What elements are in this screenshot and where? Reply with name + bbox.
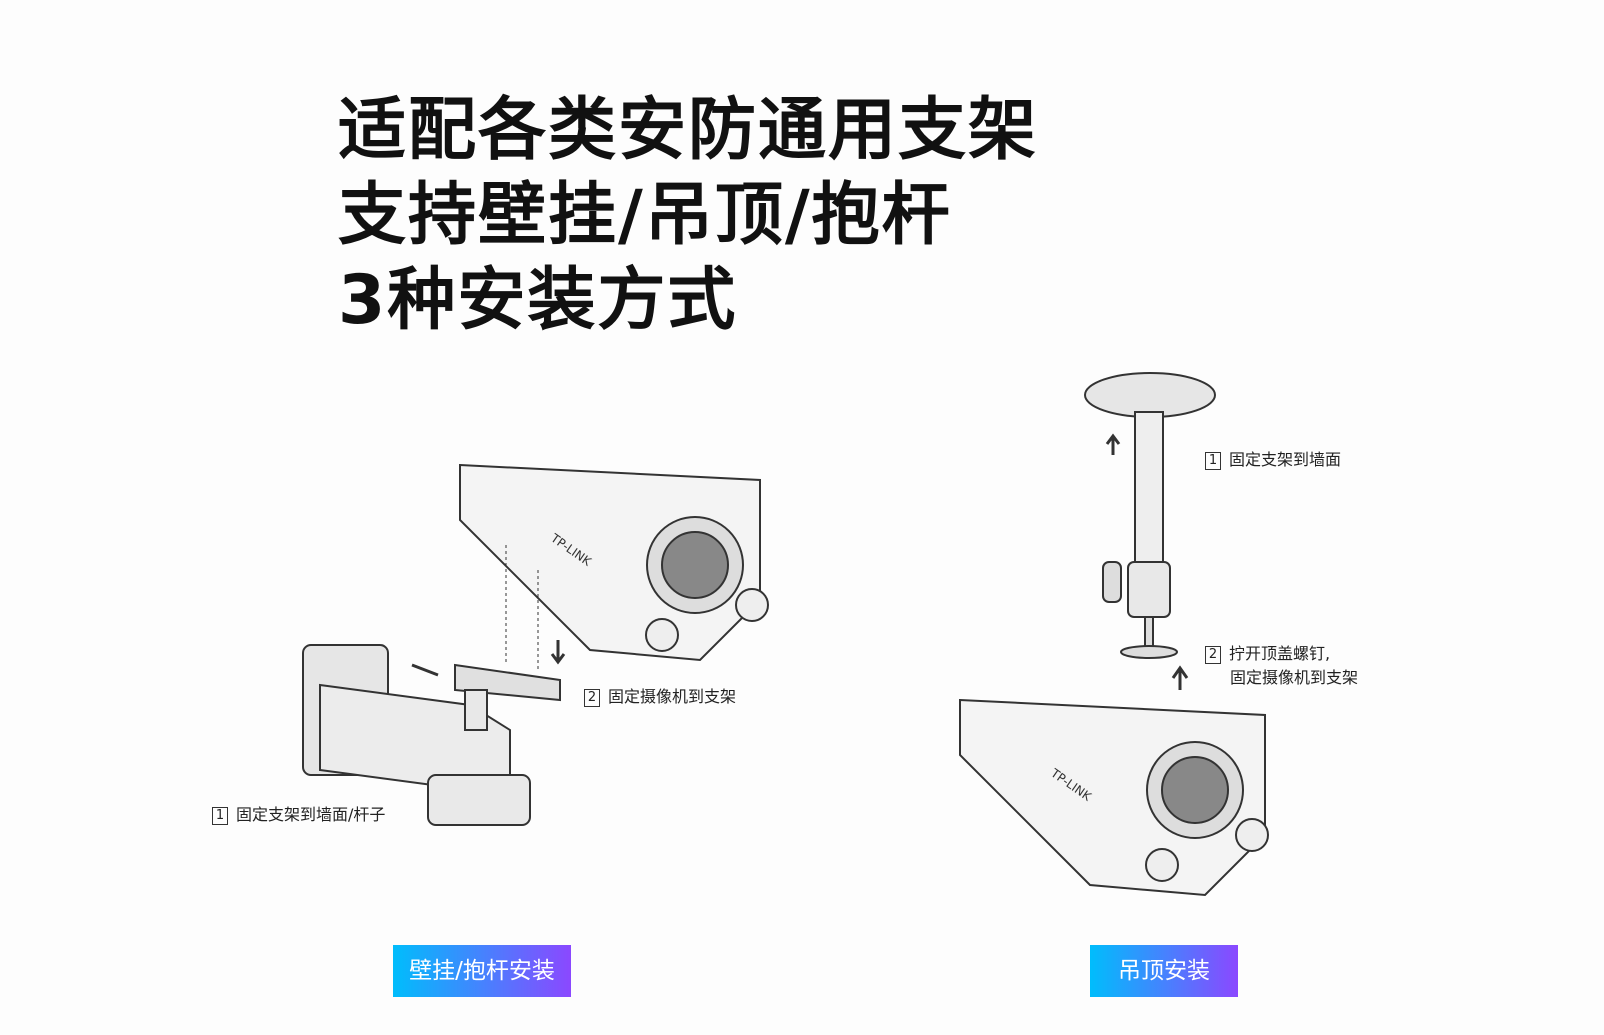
wall-mount-badge: 壁挂/抱杆安装 xyxy=(393,945,571,997)
headline-line-1: 适配各类安防通用支架 xyxy=(338,91,1039,170)
arrow-up-icon xyxy=(1171,665,1189,690)
wall-mount-illustration: TP-LINK xyxy=(302,463,769,826)
headline-line-2: 支持壁挂/吊顶/抱杆 xyxy=(338,176,952,255)
ceiling-mount-badge: 吊顶安装 xyxy=(1090,945,1238,997)
headline: 适配各类安防通用支架 支持壁挂/吊顶/抱杆 3种安装方式 xyxy=(338,88,1038,343)
arrow-up-icon xyxy=(1105,433,1121,455)
ceiling-mount-illustration: TP-LINK xyxy=(959,372,1269,897)
headline-line-3: 3种安装方式 xyxy=(338,261,738,340)
arrow-left-icon xyxy=(411,663,439,677)
